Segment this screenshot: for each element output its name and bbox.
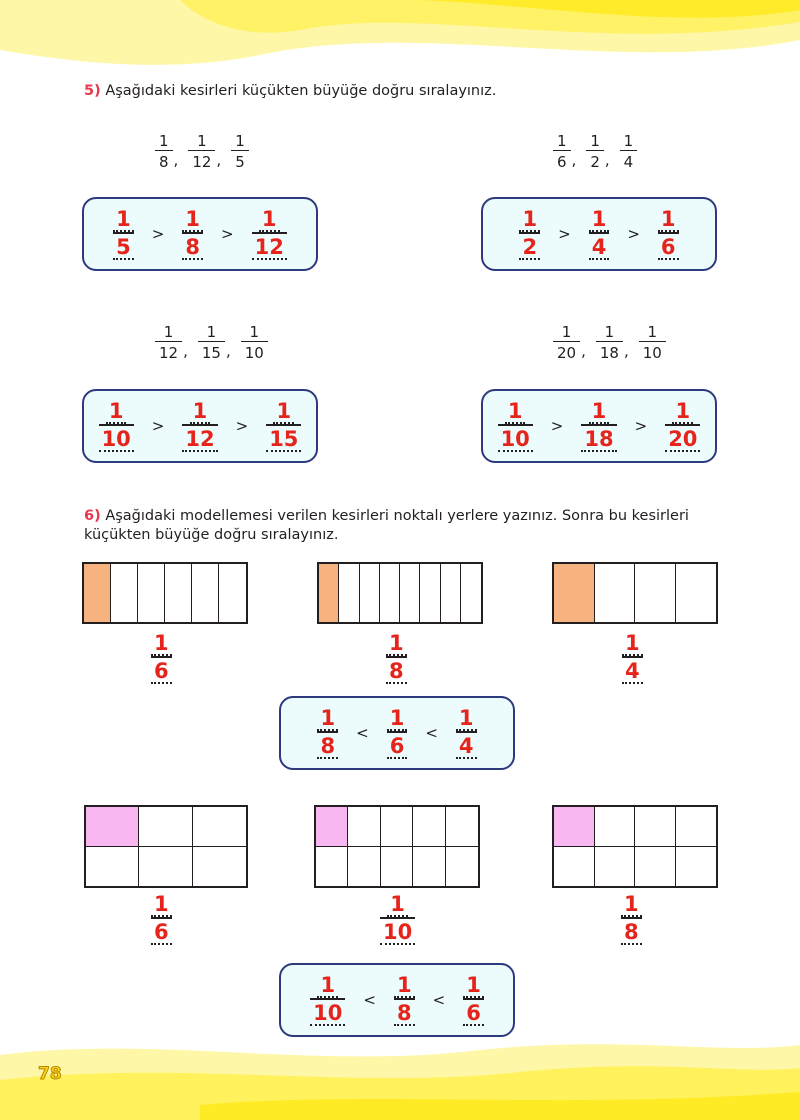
comparison-sign: > <box>221 225 234 243</box>
comparison-sign: > <box>634 417 648 435</box>
comparison-sign: > <box>151 225 165 243</box>
top-decoration <box>0 0 800 65</box>
page-number: 78 <box>38 1064 63 1085</box>
q5-number: 5) <box>84 83 101 99</box>
comparison-sign: < <box>356 724 369 742</box>
comparison-sign: > <box>151 417 165 435</box>
bottom-decoration <box>0 1044 800 1120</box>
comparison-sign: > <box>627 225 640 243</box>
model-grid-eighths <box>552 805 718 888</box>
model-strip-sixths <box>82 562 248 624</box>
comparison-sign: > <box>550 417 564 435</box>
comparison-sign: < <box>425 724 438 742</box>
comparison-sign: > <box>558 225 571 243</box>
comparison-sign: > <box>235 417 249 435</box>
model-grid-tenths <box>314 805 480 888</box>
comparison-sign: < <box>363 991 376 1009</box>
q6-instruction: 6) Aşağıdaki modellemesi verilen kesirle… <box>84 507 724 545</box>
q6-text: Aşağıdaki modellemesi verilen kesirleri … <box>84 508 689 543</box>
q5-instruction: 5) Aşağıdaki kesirleri küçükten büyüğe d… <box>84 82 496 101</box>
model-grid-sixths <box>84 805 248 888</box>
comparison-sign: < <box>432 991 446 1009</box>
model-strip-fourths <box>552 562 718 624</box>
model-strip-eighths <box>317 562 483 624</box>
q6-number: 6) <box>84 508 101 524</box>
q5-text: Aşağıdaki kesirleri küçükten büyüğe doğr… <box>105 83 497 99</box>
